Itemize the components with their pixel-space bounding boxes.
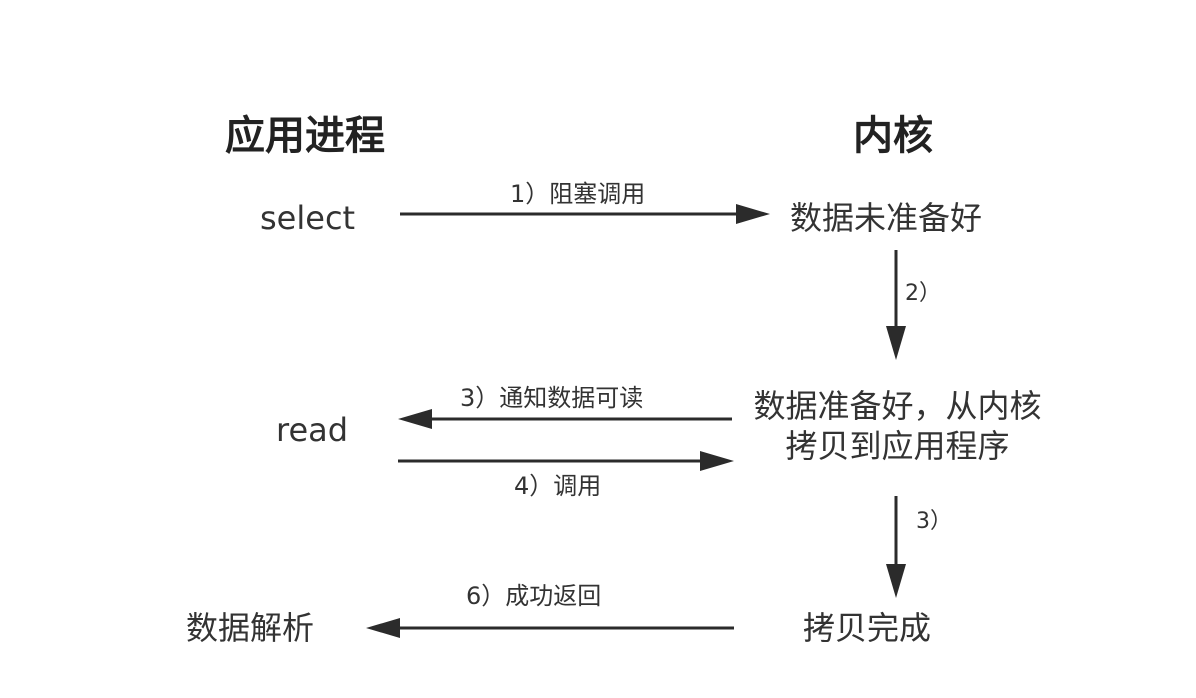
- heading-app-process: 应用进程: [225, 113, 385, 159]
- edge-label-success-return: 6）成功返回: [466, 582, 602, 610]
- heading-kernel: 内核: [853, 113, 933, 159]
- arrow-step3-head: [886, 564, 906, 598]
- node-read: read: [276, 411, 349, 449]
- arrow-success-head: [366, 618, 400, 638]
- edge-label-notify-readable: 3）通知数据可读: [460, 384, 644, 412]
- node-copy-done: 拷贝完成: [803, 609, 932, 647]
- arrow-notify-head: [398, 409, 432, 429]
- edge-label-blocking-call: 1）阻塞调用: [510, 180, 646, 208]
- node-select: select: [260, 199, 356, 237]
- node-data-parse: 数据解析: [186, 609, 315, 647]
- edge-label-call: 4）调用: [514, 472, 602, 500]
- node-data-ready: 数据准备好，从内核 拷贝到应用程序: [735, 386, 1060, 466]
- edge-label-step2: 2）: [905, 281, 941, 306]
- arrow-step2-head: [886, 326, 906, 360]
- node-data-ready-line2: 拷贝到应用程序: [785, 427, 1010, 465]
- arrow-call-head: [700, 451, 734, 471]
- node-data-not-ready: 数据未准备好: [790, 199, 983, 237]
- edge-label-step3: 3）: [916, 509, 952, 534]
- node-data-ready-line1: 数据准备好，从内核: [753, 387, 1042, 425]
- arrow-blocking-call-head: [736, 204, 770, 224]
